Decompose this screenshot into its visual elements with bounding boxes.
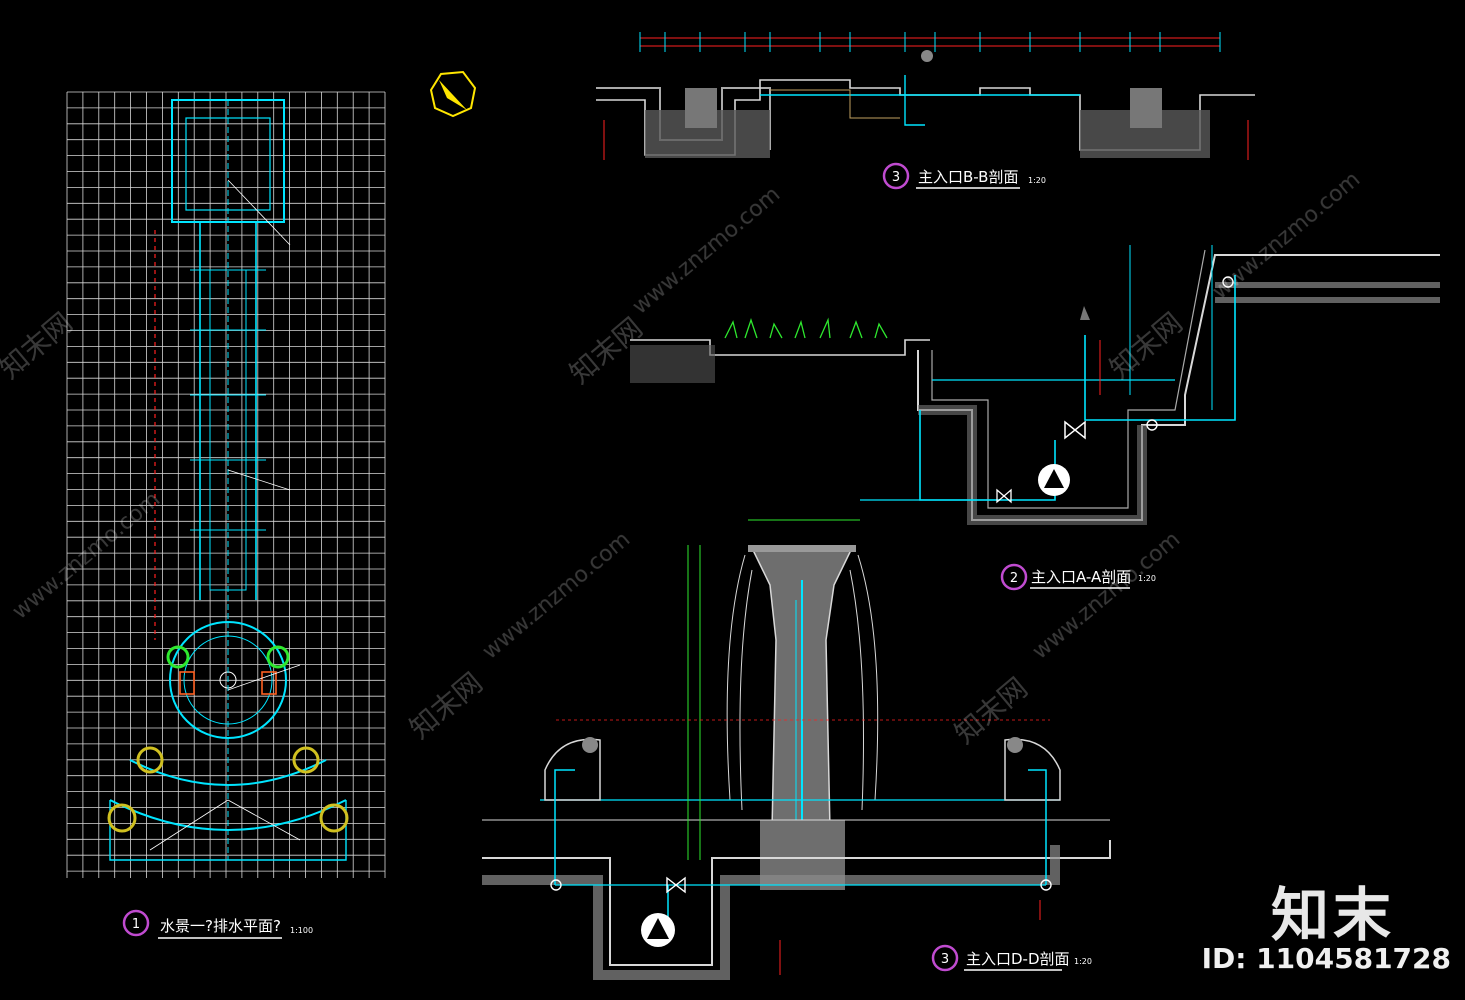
valve-icon bbox=[1064, 420, 1086, 440]
section-bb: 3 主入口B-B剖面 1:20 bbox=[596, 32, 1255, 190]
brand-id: ID: 1104581728 bbox=[1201, 942, 1451, 975]
valve-icon bbox=[996, 488, 1012, 504]
section-dd-title: 3 主入口D-D剖面 1:20 bbox=[931, 944, 1092, 972]
section-bb-title-text: 主入口B-B剖面 bbox=[918, 168, 1018, 186]
plan-title-circle bbox=[122, 909, 150, 937]
pump-triangle-icon bbox=[1038, 464, 1070, 496]
section-dd-scale: 1:20 bbox=[1074, 957, 1092, 966]
brand-logo: 知末 bbox=[1270, 881, 1395, 949]
plant-shrubs bbox=[724, 317, 888, 339]
watermark-url: www.znzmo.com bbox=[628, 182, 785, 320]
watermark-url: www.znzmo.com bbox=[1028, 527, 1185, 665]
watermark-url: www.znzmo.com bbox=[8, 487, 165, 625]
section-bb-scale: 1:20 bbox=[1028, 176, 1046, 185]
watermark-url: www.znzmo.com bbox=[478, 527, 635, 665]
valve-icon bbox=[666, 876, 686, 894]
section-aa-title: 2 主入口A-A剖面 1:20 bbox=[1000, 563, 1156, 591]
plan-title: 水景一?排水平面? bbox=[160, 917, 281, 935]
plan-leaders bbox=[149, 179, 301, 851]
plan-scale: 1:100 bbox=[290, 926, 313, 935]
section-bb-number: 3 bbox=[892, 170, 900, 185]
section-aa-scale: 1:20 bbox=[1138, 574, 1156, 583]
watermarks: 知末网 知末网 知末网 知末网 知末网 www.znzmo.com www.zn… bbox=[0, 167, 1365, 751]
section-dd-title-text: 主入口D-D剖面 bbox=[966, 950, 1070, 968]
section-aa-number: 2 bbox=[1010, 571, 1018, 586]
watermark-cn: 知末网 bbox=[948, 671, 1034, 750]
watermark-cn: 知末网 bbox=[1103, 306, 1189, 385]
plan-fountain-outline bbox=[107, 99, 349, 861]
watermark-cn: 知末网 bbox=[403, 666, 489, 745]
section-bb-title: 3 主入口B-B剖面 1:20 bbox=[882, 162, 1046, 190]
plan-number: 1 bbox=[132, 917, 140, 932]
plan-title-block: 1 水景一?排水平面? 1:100 bbox=[122, 909, 313, 939]
section-dd-number: 3 bbox=[941, 952, 949, 967]
pump-triangle-icon bbox=[641, 913, 675, 947]
section-dd: 3 主入口D-D剖面 1:20 bbox=[482, 519, 1111, 980]
section-aa-title-text: 主入口A-A剖面 bbox=[1031, 568, 1131, 586]
north-arrow-icon bbox=[429, 70, 477, 118]
section-aa: 2 主入口A-A剖面 1:20 bbox=[630, 245, 1440, 591]
